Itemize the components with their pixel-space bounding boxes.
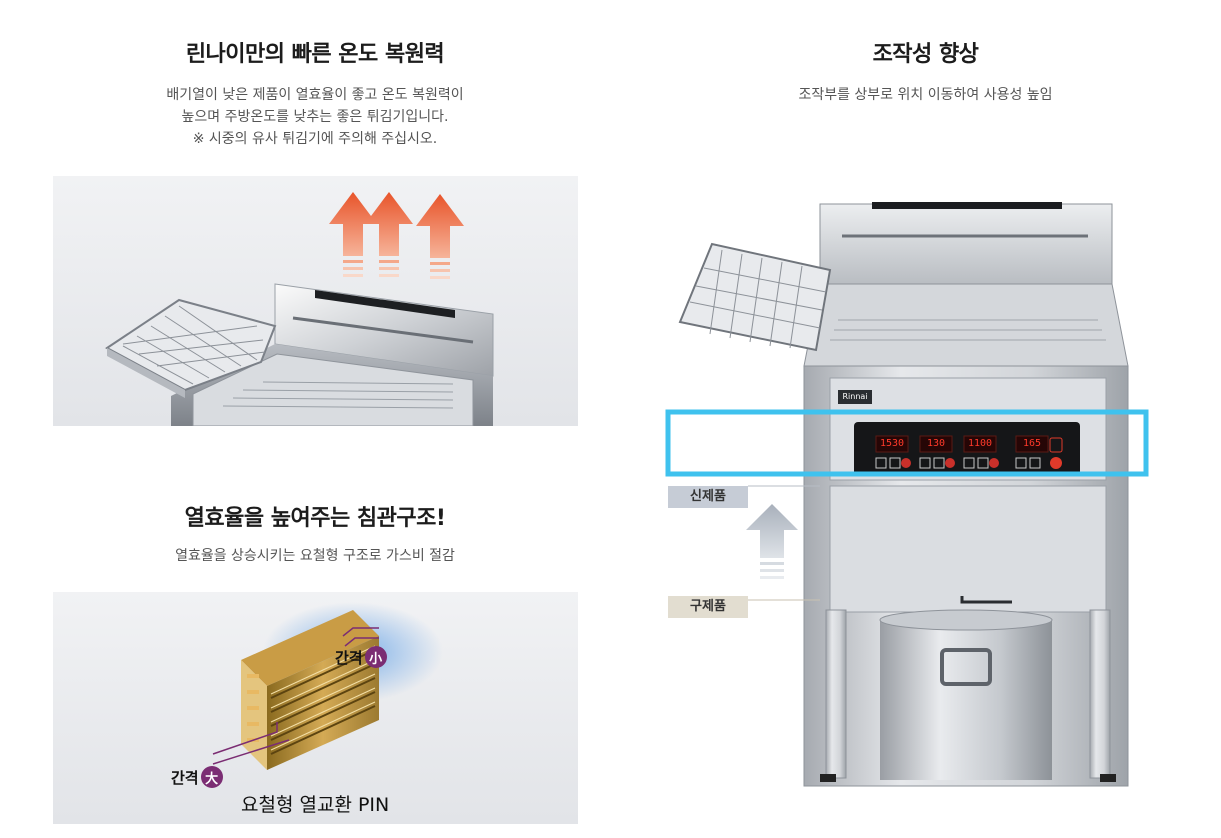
gap-large-badge: 大: [200, 766, 223, 788]
gap-large-text: 간격: [171, 768, 199, 787]
recovery-desc-line-1: 배기열이 낮은 제품이 열효율이 좋고 온도 복원력이: [166, 87, 464, 103]
pin-caption: 요철형 열교환 PIN: [241, 794, 390, 816]
fryer-heat-illustration: [105, 192, 494, 426]
old-product-tag: 구제품: [668, 596, 748, 618]
display-3: 1100: [967, 438, 993, 449]
highlight-box: [665, 409, 1149, 477]
pin-block-icon: [241, 610, 379, 770]
control-desc-line: 조작부를 상부로 위치 이동하여 사용성 높임: [798, 87, 1053, 103]
display-4: 165: [1022, 438, 1042, 449]
fryer-heat-image: [53, 176, 578, 426]
gap-small-badge: 小: [364, 646, 387, 668]
pin-structure-illustration: [212, 602, 443, 770]
recovery-description: 배기열이 낮은 제품이 열효율이 좋고 온도 복원력이 높으며 주방온도를 낮추…: [0, 84, 630, 150]
new-product-tag: 신제품: [668, 486, 748, 508]
up-arrow-icon: [746, 504, 798, 579]
gap-large-label: 간격 大: [171, 766, 223, 788]
gap-small-text: 간격: [335, 648, 363, 667]
heat-arrow-icon: [329, 192, 464, 279]
display-2: 130: [926, 438, 946, 449]
control-title: 조작성 향상: [872, 42, 979, 67]
tube-description: 열효율을 상승시키는 요철형 구조로 가스비 절감: [0, 545, 630, 567]
fryer-front-illustration: [665, 202, 1149, 787]
recovery-title: 린나이만의 빠른 온도 복원력: [185, 42, 445, 67]
control-displays: [875, 435, 1049, 453]
pin-structure-image: 간격 小 간격 大 요철형 열교환 PIN: [53, 592, 578, 824]
brand-logo: Rinnai: [842, 392, 868, 401]
display-1: 1530: [879, 438, 905, 449]
recovery-desc-line-3: ※ 시중의 유사 튀김기에 주의해 주십시오.: [192, 131, 438, 147]
tube-title: 열효율을 높여주는 침관구조!: [184, 506, 446, 531]
control-description: 조작부를 상부로 위치 이동하여 사용성 높임: [630, 84, 1221, 106]
gap-small-label: 간격 小: [335, 646, 387, 668]
recovery-desc-line-2: 높으며 주방온도를 낮추는 좋은 튀김기입니다.: [181, 109, 449, 125]
tube-desc-line: 열효율을 상승시키는 요철형 구조로 가스비 절감: [175, 548, 455, 564]
